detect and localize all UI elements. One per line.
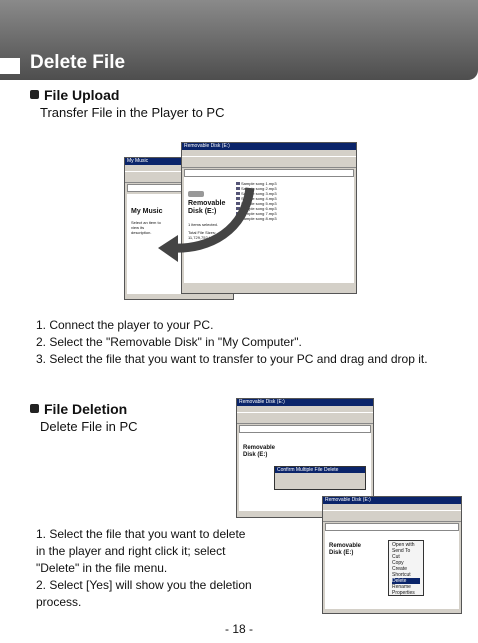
window-title: Removable Disk (E:) — [323, 497, 461, 504]
drag-arrow-icon — [158, 187, 255, 262]
context-menu-item[interactable]: Send To — [392, 548, 411, 554]
step-item: 2. Select the "Removable Disk" in "My Co… — [36, 335, 302, 349]
context-menu-item[interactable]: Cut — [392, 554, 400, 560]
dialog-title: Confirm Multiple File Delete — [275, 467, 365, 473]
disk-label: Removable Disk (E:) — [243, 445, 276, 458]
address-bar — [325, 523, 459, 531]
window-title: Removable Disk (E:) — [237, 399, 373, 406]
file-item[interactable]: Sample song 2.mp3 — [236, 186, 278, 191]
address-bar — [239, 425, 371, 433]
window-title: Removable Disk (E:) — [182, 143, 356, 150]
bullet-icon — [30, 404, 39, 413]
file-item[interactable]: Sample song 3.mp3 — [236, 191, 278, 196]
context-menu-item[interactable]: Properties — [392, 590, 415, 596]
file-list: Sample song 1.mp3 Sample song 2.mp3 Samp… — [236, 181, 278, 221]
page-number: - 18 - — [224, 622, 253, 636]
step-item: 3. Select the file that you want to tran… — [36, 352, 428, 366]
step-item: 1. Connect the player to your PC. — [36, 318, 214, 332]
header-tab-notch — [0, 58, 20, 74]
deletion-steps: 1. Select the file that you want to dele… — [36, 526, 296, 611]
context-menu-item[interactable]: Delete — [392, 578, 420, 584]
page-title: Delete File — [30, 52, 126, 73]
file-item[interactable]: Sample song 6.mp3 — [236, 206, 278, 211]
file-item[interactable]: Sample song 5.mp3 — [236, 201, 278, 206]
disk-label: Removable Disk (E:) — [329, 543, 362, 556]
window-title: My Music — [125, 158, 233, 165]
drive-icon — [188, 191, 204, 197]
deletion-subheading: Delete File in PC — [40, 419, 138, 434]
upload-heading-text: File Upload — [44, 87, 120, 103]
removable-disk-window: Removable Disk (E:) Removable Disk (E:) … — [181, 142, 357, 294]
toolbar — [182, 156, 356, 168]
deletion-heading: File Deletion — [30, 401, 127, 417]
folder-name: My Music — [131, 208, 163, 215]
file-item[interactable]: Sample song 7.mp3 — [236, 211, 278, 216]
context-menu-item[interactable]: Copy — [392, 560, 404, 566]
context-menu-item[interactable]: Open with — [392, 542, 415, 548]
toolbar — [237, 412, 373, 424]
upload-heading: File Upload — [30, 87, 119, 103]
deletion-heading-text: File Deletion — [44, 401, 128, 417]
disk-label: Removable Disk (E:) — [188, 200, 226, 215]
file-item[interactable]: Sample song 4.mp3 — [236, 196, 278, 201]
context-menu: Open with Send To Cut Copy Create Shortc… — [388, 540, 424, 596]
selection-text: 1 items selected. — [188, 222, 219, 227]
total-size-text: Total File Sizes: 11,729,752 bytes — [188, 230, 219, 240]
upload-steps: 1. Connect the player to your PC. 2. Sel… — [36, 317, 476, 368]
toolbar — [125, 171, 233, 183]
address-bar — [184, 169, 354, 177]
bullet-icon — [30, 90, 39, 99]
delete-window: Removable Disk (E:) Removable Disk (E:) — [236, 398, 374, 518]
toolbar — [323, 510, 461, 522]
context-menu-item[interactable]: Create Shortcut — [392, 566, 411, 578]
step-item: 1. Select the file that you want to dele… — [36, 527, 246, 575]
confirm-delete-dialog: Confirm Multiple File Delete — [274, 466, 366, 490]
upload-subheading: Transfer File in the Player to PC — [40, 105, 225, 120]
file-item[interactable]: Sample song 1.mp3 — [236, 181, 278, 186]
folder-description: Select an item to view its description. — [131, 220, 161, 235]
section-header-bar — [0, 0, 478, 80]
file-panel: Removable Disk (E:) 1 items selected. To… — [184, 177, 354, 283]
step-item: 2. Select [Yes] will show you the deleti… — [36, 578, 252, 609]
context-menu-item[interactable]: Rename — [392, 584, 411, 590]
file-item[interactable]: Sample song 8.mp3 — [236, 216, 278, 221]
